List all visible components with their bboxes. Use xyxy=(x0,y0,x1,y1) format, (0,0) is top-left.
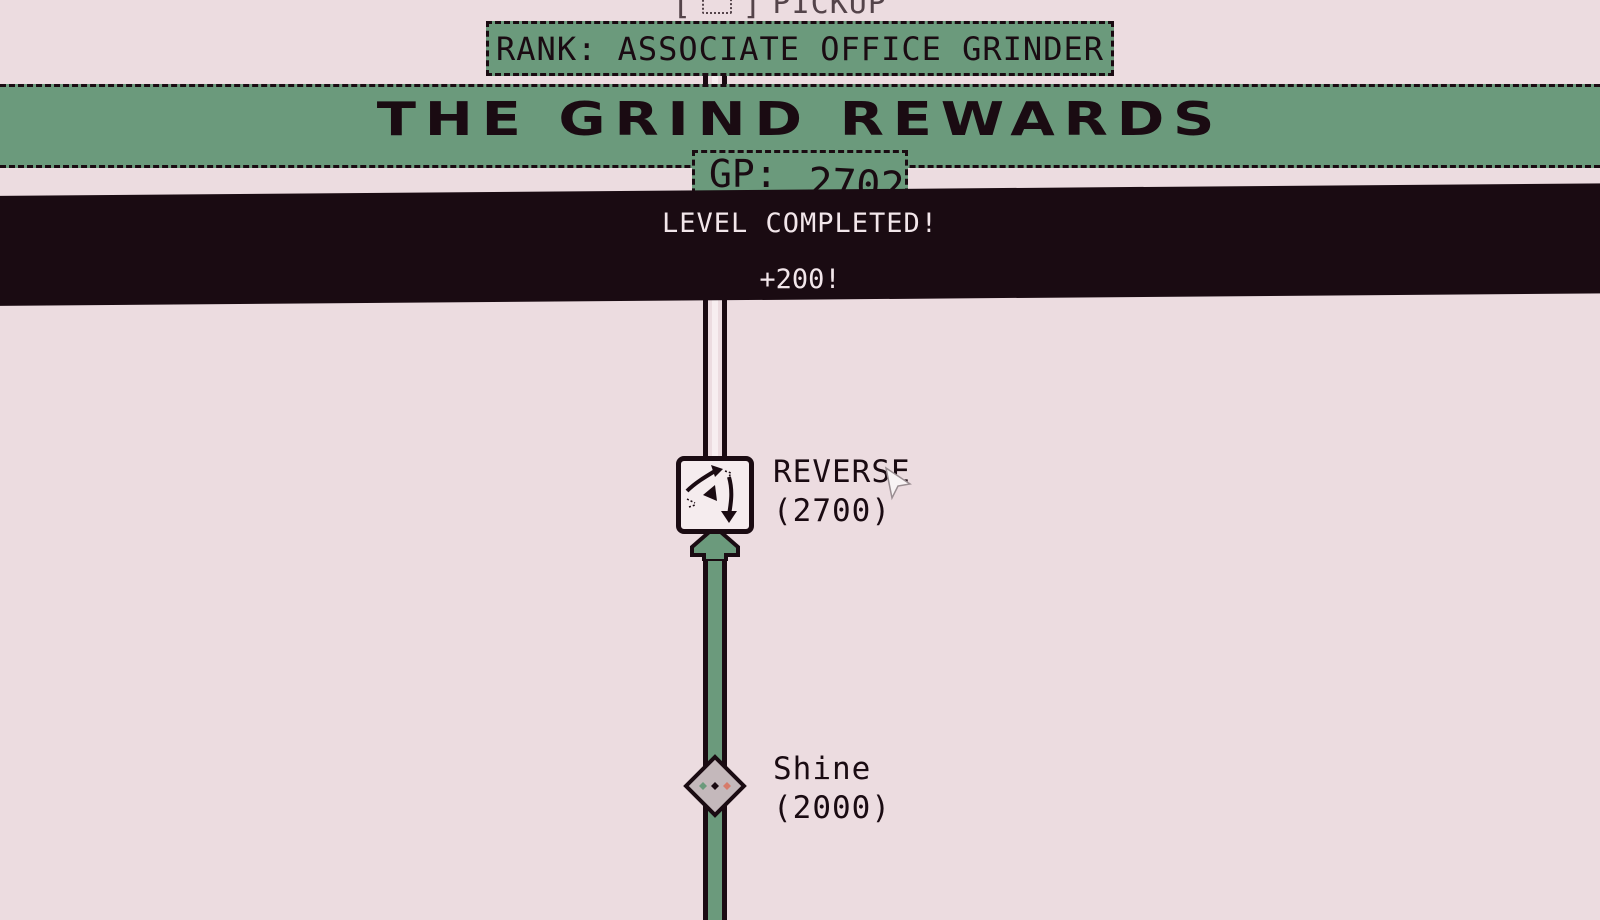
progress-arrow-icon xyxy=(690,525,740,561)
pickup-icon xyxy=(702,0,733,14)
level-complete-title: LEVEL COMPLETED! xyxy=(661,208,939,239)
shine-diamond-icon[interactable] xyxy=(683,754,747,818)
gp-label: GP: xyxy=(709,152,778,196)
reward-label-shine[interactable]: Shine (2000) xyxy=(773,750,891,828)
rank-label: RANK: ASSOCIATE OFFICE GRINDER xyxy=(496,29,1104,68)
reward-cost: (2700) xyxy=(773,493,891,529)
progress-track xyxy=(703,540,727,920)
reward-node-reverse[interactable] xyxy=(676,456,754,534)
reward-label-pickup: PICKUP xyxy=(772,0,887,21)
reward-cost: (2000) xyxy=(773,790,891,826)
reward-name: Shine xyxy=(773,751,872,787)
page-title: THE GRIND REWARDS xyxy=(376,92,1224,146)
reward-item-pickup[interactable]: [ ] PICKUP xyxy=(672,0,887,22)
bracket-close: ] xyxy=(742,0,763,22)
reverse-arrows-icon xyxy=(685,465,737,523)
rank-badge: RANK: ASSOCIATE OFFICE GRINDER xyxy=(486,21,1114,76)
mouse-cursor-icon xyxy=(884,466,912,501)
bracket-open: [ xyxy=(672,0,693,22)
level-complete-reward: +200! xyxy=(759,264,841,295)
